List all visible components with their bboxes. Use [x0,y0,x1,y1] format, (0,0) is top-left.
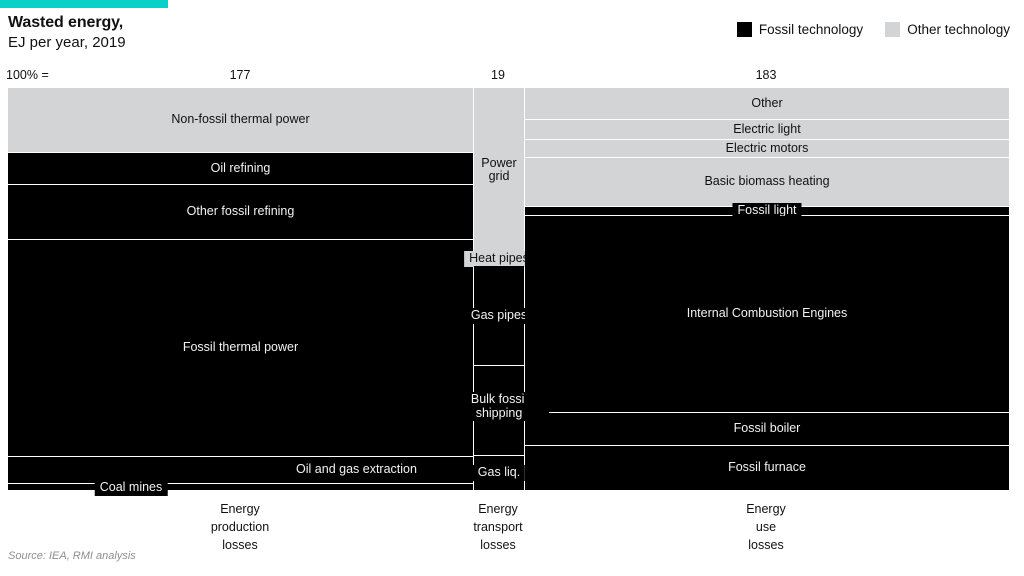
accent-bar [0,0,168,8]
x-axis-label-line: Energy [478,502,518,516]
source-note: Source: IEA, RMI analysis [8,550,136,562]
x-axis-label-line: losses [748,538,784,553]
segment-label: Internal Combustion Engines [686,306,848,321]
legend-label-other: Other technology [907,22,1010,37]
segment-electric-light[interactable]: Electric light [525,120,1009,139]
x-axis-label-line: use [755,520,777,535]
segment-oil-and-gas-extraction[interactable]: Oil and gas extraction [8,457,473,483]
x-axis-label-energy-production-losses: Energy production losses [211,500,269,554]
x-axis-label-line: transport [473,520,523,535]
legend: Fossil technology Other technology [736,22,1010,37]
segment-label: Fossil furnace [728,460,806,475]
segment-basic-biomass-heating[interactable]: Basic biomass heating [525,158,1009,206]
segment-label: Oil and gas extraction [296,462,417,477]
percent-basis-label: 100% = [6,68,49,82]
column-total-3: 183 [755,68,777,82]
segment-label: Other fossil refining [186,204,295,219]
legend-swatch-other [885,22,901,37]
segment-label: Electric light [733,121,801,136]
legend-item-fossil: Fossil technology [736,22,864,37]
segment-label: Oil refining [210,160,271,175]
column-energy-transport-losses: Power grid Heat pipes Gas pipes Bulk fos… [449,88,549,490]
segment-fossil-furnace[interactable]: Fossil furnace [525,446,1009,490]
x-axis-label-energy-transport-losses: Energy transport losses [473,500,522,554]
segment-gas-pipes[interactable]: Gas pipes [465,266,533,365]
legend-label-fossil: Fossil technology [758,22,864,37]
segment-gas-liq[interactable]: Gas liq. [472,456,526,490]
segment-bulk-fossil-shipping[interactable]: Bulk fossil shipping [449,366,549,455]
segment-label: Gas liq. [472,465,526,481]
segment-non-fossil-thermal-power[interactable]: Non-fossil thermal power [8,88,473,152]
segment-label: Other [751,95,783,110]
legend-item-other: Other technology [885,22,1010,37]
page-subtitle: EJ per year, 2019 [8,34,126,51]
segment-label: Fossil thermal power [182,340,299,355]
x-axis: Energy production losses Energy transpor… [0,500,1024,560]
mosaic-chart-plot: Non-fossil thermal power Oil refining Ot… [8,88,1009,496]
segment-label: Electric motors [725,140,809,155]
segment-heat-pipes[interactable]: Heat pipes [464,251,534,267]
x-axis-label-line: losses [222,538,258,553]
segment-label: Gas pipes [465,308,533,324]
x-axis-label-line: production [210,520,270,535]
x-axis-label-line: Energy [746,502,786,516]
segment-other[interactable]: Other [525,88,1009,119]
page-title: Wasted energy, [8,14,124,31]
segment-fossil-light[interactable]: Fossil light [525,203,1009,219]
column-total-1: 177 [229,68,251,82]
x-axis-label-line: losses [480,538,516,553]
segment-label: Fossil boiler [733,421,801,436]
segment-label: Power grid [481,155,517,183]
segment-label: Basic biomass heating [704,174,830,189]
segment-internal-combustion-engines[interactable]: Internal Combustion Engines [525,216,1009,412]
x-axis-label-line: Energy [220,502,260,516]
segment-other-fossil-refining[interactable]: Other fossil refining [8,185,473,239]
segment-fossil-thermal-power[interactable]: Fossil thermal power [8,240,473,456]
legend-swatch-fossil [736,22,752,37]
segment-oil-refining[interactable]: Oil refining [8,153,473,184]
segment-label: Non-fossil thermal power [171,112,310,127]
column-total-2: 19 [491,68,505,82]
segment-fossil-boiler[interactable]: Fossil boiler [525,413,1009,445]
x-axis-label-energy-use-losses: Energy use losses [746,500,786,554]
segment-coal-mines[interactable]: Coal mines [8,480,473,496]
segment-label: Heat pipes [464,251,534,267]
segment-electric-motors[interactable]: Electric motors [525,140,1009,157]
segment-power-grid[interactable]: Power grid [474,88,524,252]
column-energy-use-losses: Other Electric light Electric motors Bas… [525,88,1009,490]
column-energy-production-losses: Non-fossil thermal power Oil refining Ot… [8,88,473,496]
